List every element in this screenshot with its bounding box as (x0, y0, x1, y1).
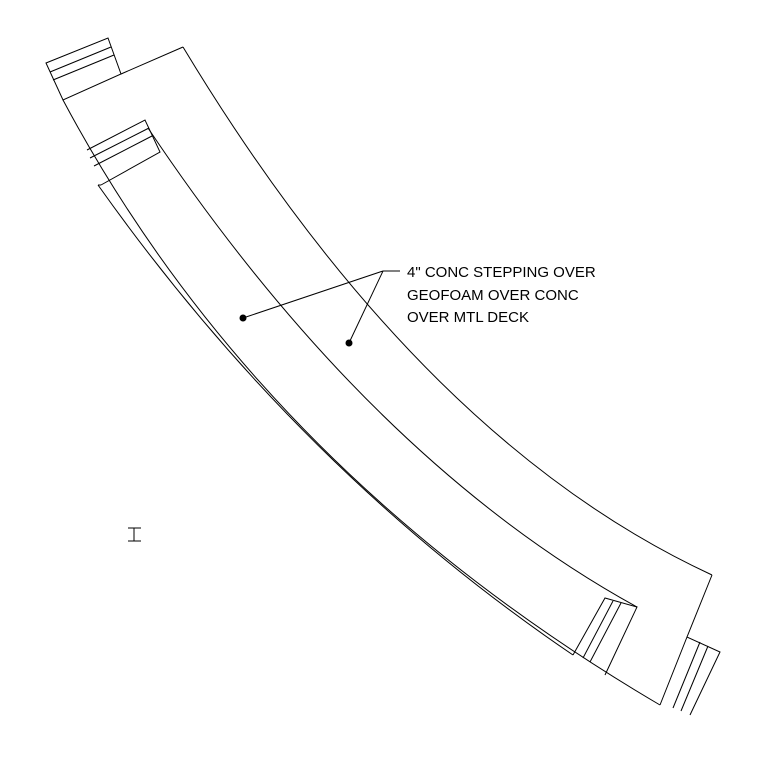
material-note: 4" CONC STEPPING OVER GEOFOAM OVER CONC … (407, 264, 596, 326)
note-line-3: OVER MTL DECK (407, 309, 529, 326)
stair-left-edge (62, 99, 661, 706)
stair-outer-edge (182, 46, 713, 576)
i-beam-cursor-icon (128, 527, 141, 542)
top-end-treads (45, 37, 184, 101)
stair-middle-edge (147, 127, 638, 608)
note-line-1: 4" CONC STEPPING OVER (407, 264, 596, 281)
leader-dot-2 (345, 339, 353, 347)
annotation-leaders (239, 270, 400, 347)
leader-dot-1 (239, 314, 247, 322)
bottom-inner-treads (572, 597, 638, 676)
bottom-end-treads (659, 574, 721, 716)
stair-inner-edge (97, 184, 574, 656)
note-line-2: GEOFOAM OVER CONC (407, 287, 579, 304)
mid-upper-treads (86, 119, 161, 186)
